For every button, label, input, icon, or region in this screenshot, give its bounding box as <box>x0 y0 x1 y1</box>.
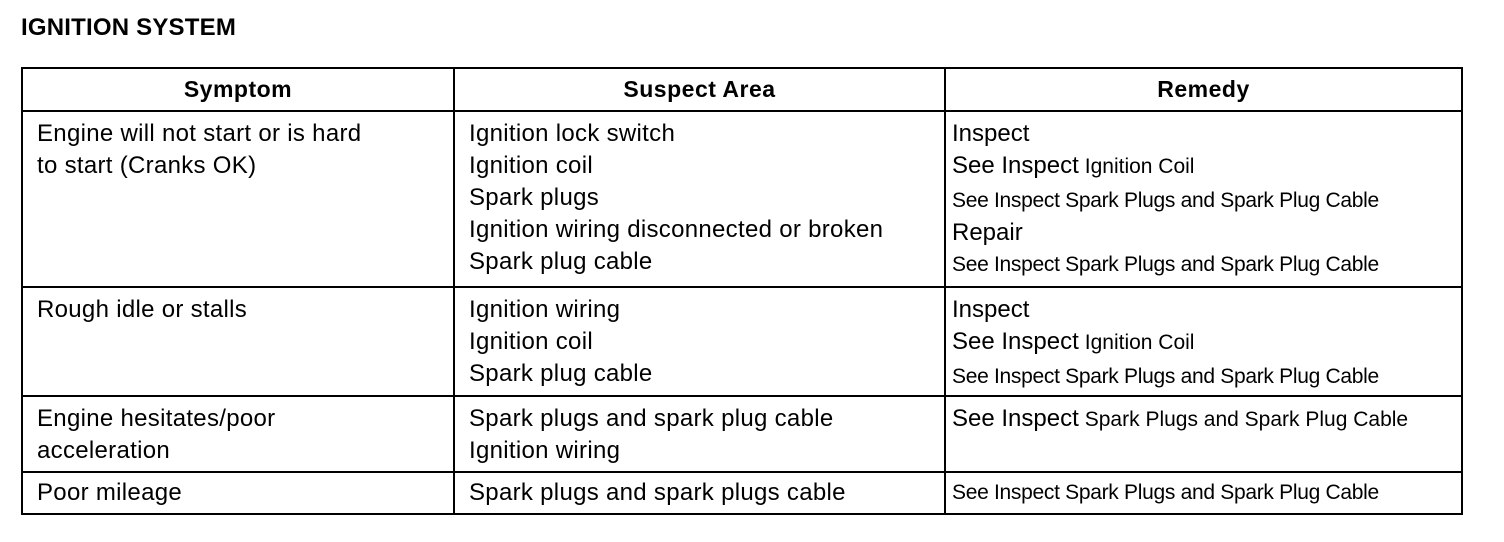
suspect-area-list: Ignition wiring Ignition coil Spark plug… <box>455 288 944 390</box>
column-header-suspect-area: Suspect Area <box>453 67 946 112</box>
remedy-tail: See Inspect Spark Plugs and Spark Plug C… <box>952 189 1379 212</box>
suspect-area-item: Spark plugs and spark plug cable <box>469 405 834 432</box>
symptom-cell: Poor mileage <box>21 471 455 515</box>
suspect-area-list: Spark plugs and spark plug cable Ignitio… <box>455 397 944 467</box>
remedy-item: See Inspect Spark Plugs and Spark Plug C… <box>952 361 1461 393</box>
table-row: Rough idle or stalls Ignition wiring Ign… <box>21 286 1463 397</box>
symptom-text: Poor mileage <box>37 479 183 506</box>
suspect-area-list: Ignition lock switch Ignition coil Spark… <box>455 112 944 278</box>
page-title: IGNITION SYSTEM <box>21 14 237 41</box>
remedy-cell: See Inspect Spark Plugs and Spark Plug C… <box>944 471 1463 515</box>
remedy-tail: Ignition Coil <box>1084 155 1195 178</box>
symptom-cell: Engine hesitates/poor acceleration <box>21 395 455 473</box>
remedy-item: See Inspect Spark Plugs and Spark Plug C… <box>952 249 1461 281</box>
remedy-tail: See Inspect Spark Plugs and Spark Plug C… <box>952 253 1379 276</box>
symptom-cell: Engine will not start or is hard to star… <box>21 110 455 288</box>
remedy-tail: See Inspect Spark Plugs and Spark Plug C… <box>952 481 1379 504</box>
suspect-area-item: Ignition wiring <box>469 437 621 464</box>
suspect-area-item: Spark plug cable <box>469 360 653 387</box>
remedy-lead: Repair <box>952 219 1023 246</box>
suspect-area-item: Ignition lock switch <box>469 120 676 147</box>
remedy-lead: See Inspect <box>952 328 1079 355</box>
symptom-text: Engine hesitates/poor acceleration <box>37 405 276 464</box>
suspect-area-cell: Spark plugs and spark plugs cable <box>453 471 946 515</box>
remedy-tail: Spark Plugs and Spark Plug Cable <box>1084 408 1409 431</box>
symptom-text: Engine will not start or is hard to star… <box>37 120 362 179</box>
remedy-tail: See Inspect Spark Plugs and Spark Plug C… <box>952 365 1379 388</box>
remedy-lead: See Inspect <box>952 152 1079 179</box>
column-header-symptom: Symptom <box>21 67 455 112</box>
suspect-area-item: Spark plugs and spark plugs cable <box>469 479 846 506</box>
remedy-item: Repair <box>952 217 1461 249</box>
remedy-list: See Inspect Spark Plugs and Spark Plug C… <box>946 473 1461 509</box>
remedy-item: Inspect <box>952 118 1461 150</box>
suspect-area-item: Ignition coil <box>469 152 593 179</box>
remedy-tail: Ignition Coil <box>1084 331 1195 354</box>
suspect-area-list: Spark plugs and spark plugs cable <box>455 473 944 509</box>
remedy-lead: See Inspect <box>952 405 1079 432</box>
symptom-text: Rough idle or stalls <box>37 296 248 323</box>
suspect-area-cell: Ignition lock switch Ignition coil Spark… <box>453 110 946 288</box>
troubleshooting-table: Symptom Suspect Area Remedy Engine will … <box>21 67 1463 515</box>
remedy-item: See Inspect Spark Plugs and Spark Plug C… <box>952 185 1461 217</box>
suspect-area-item: Ignition wiring disconnected or broken <box>469 216 884 243</box>
suspect-area-cell: Ignition wiring Ignition coil Spark plug… <box>453 286 946 397</box>
suspect-area-item: Ignition wiring <box>469 296 621 323</box>
suspect-area-item: Ignition coil <box>469 328 593 355</box>
table-row: Engine hesitates/poor acceleration Spark… <box>21 395 1463 473</box>
suspect-area-item: Spark plugs <box>469 184 600 211</box>
remedy-lead: Inspect <box>952 120 1030 147</box>
remedy-lead: Inspect <box>952 296 1030 323</box>
header-row: Symptom Suspect Area Remedy <box>21 67 1463 112</box>
remedy-item: Inspect <box>952 294 1461 326</box>
table-row: Poor mileage Spark plugs and spark plugs… <box>21 471 1463 515</box>
suspect-area-cell: Spark plugs and spark plug cable Ignitio… <box>453 395 946 473</box>
remedy-item: See Inspect Spark Plugs and Spark Plug C… <box>952 477 1461 509</box>
symptom-cell: Rough idle or stalls <box>21 286 455 397</box>
table-row: Engine will not start or is hard to star… <box>21 110 1463 288</box>
suspect-area-item: Spark plug cable <box>469 248 653 275</box>
column-header-remedy: Remedy <box>944 67 1463 112</box>
